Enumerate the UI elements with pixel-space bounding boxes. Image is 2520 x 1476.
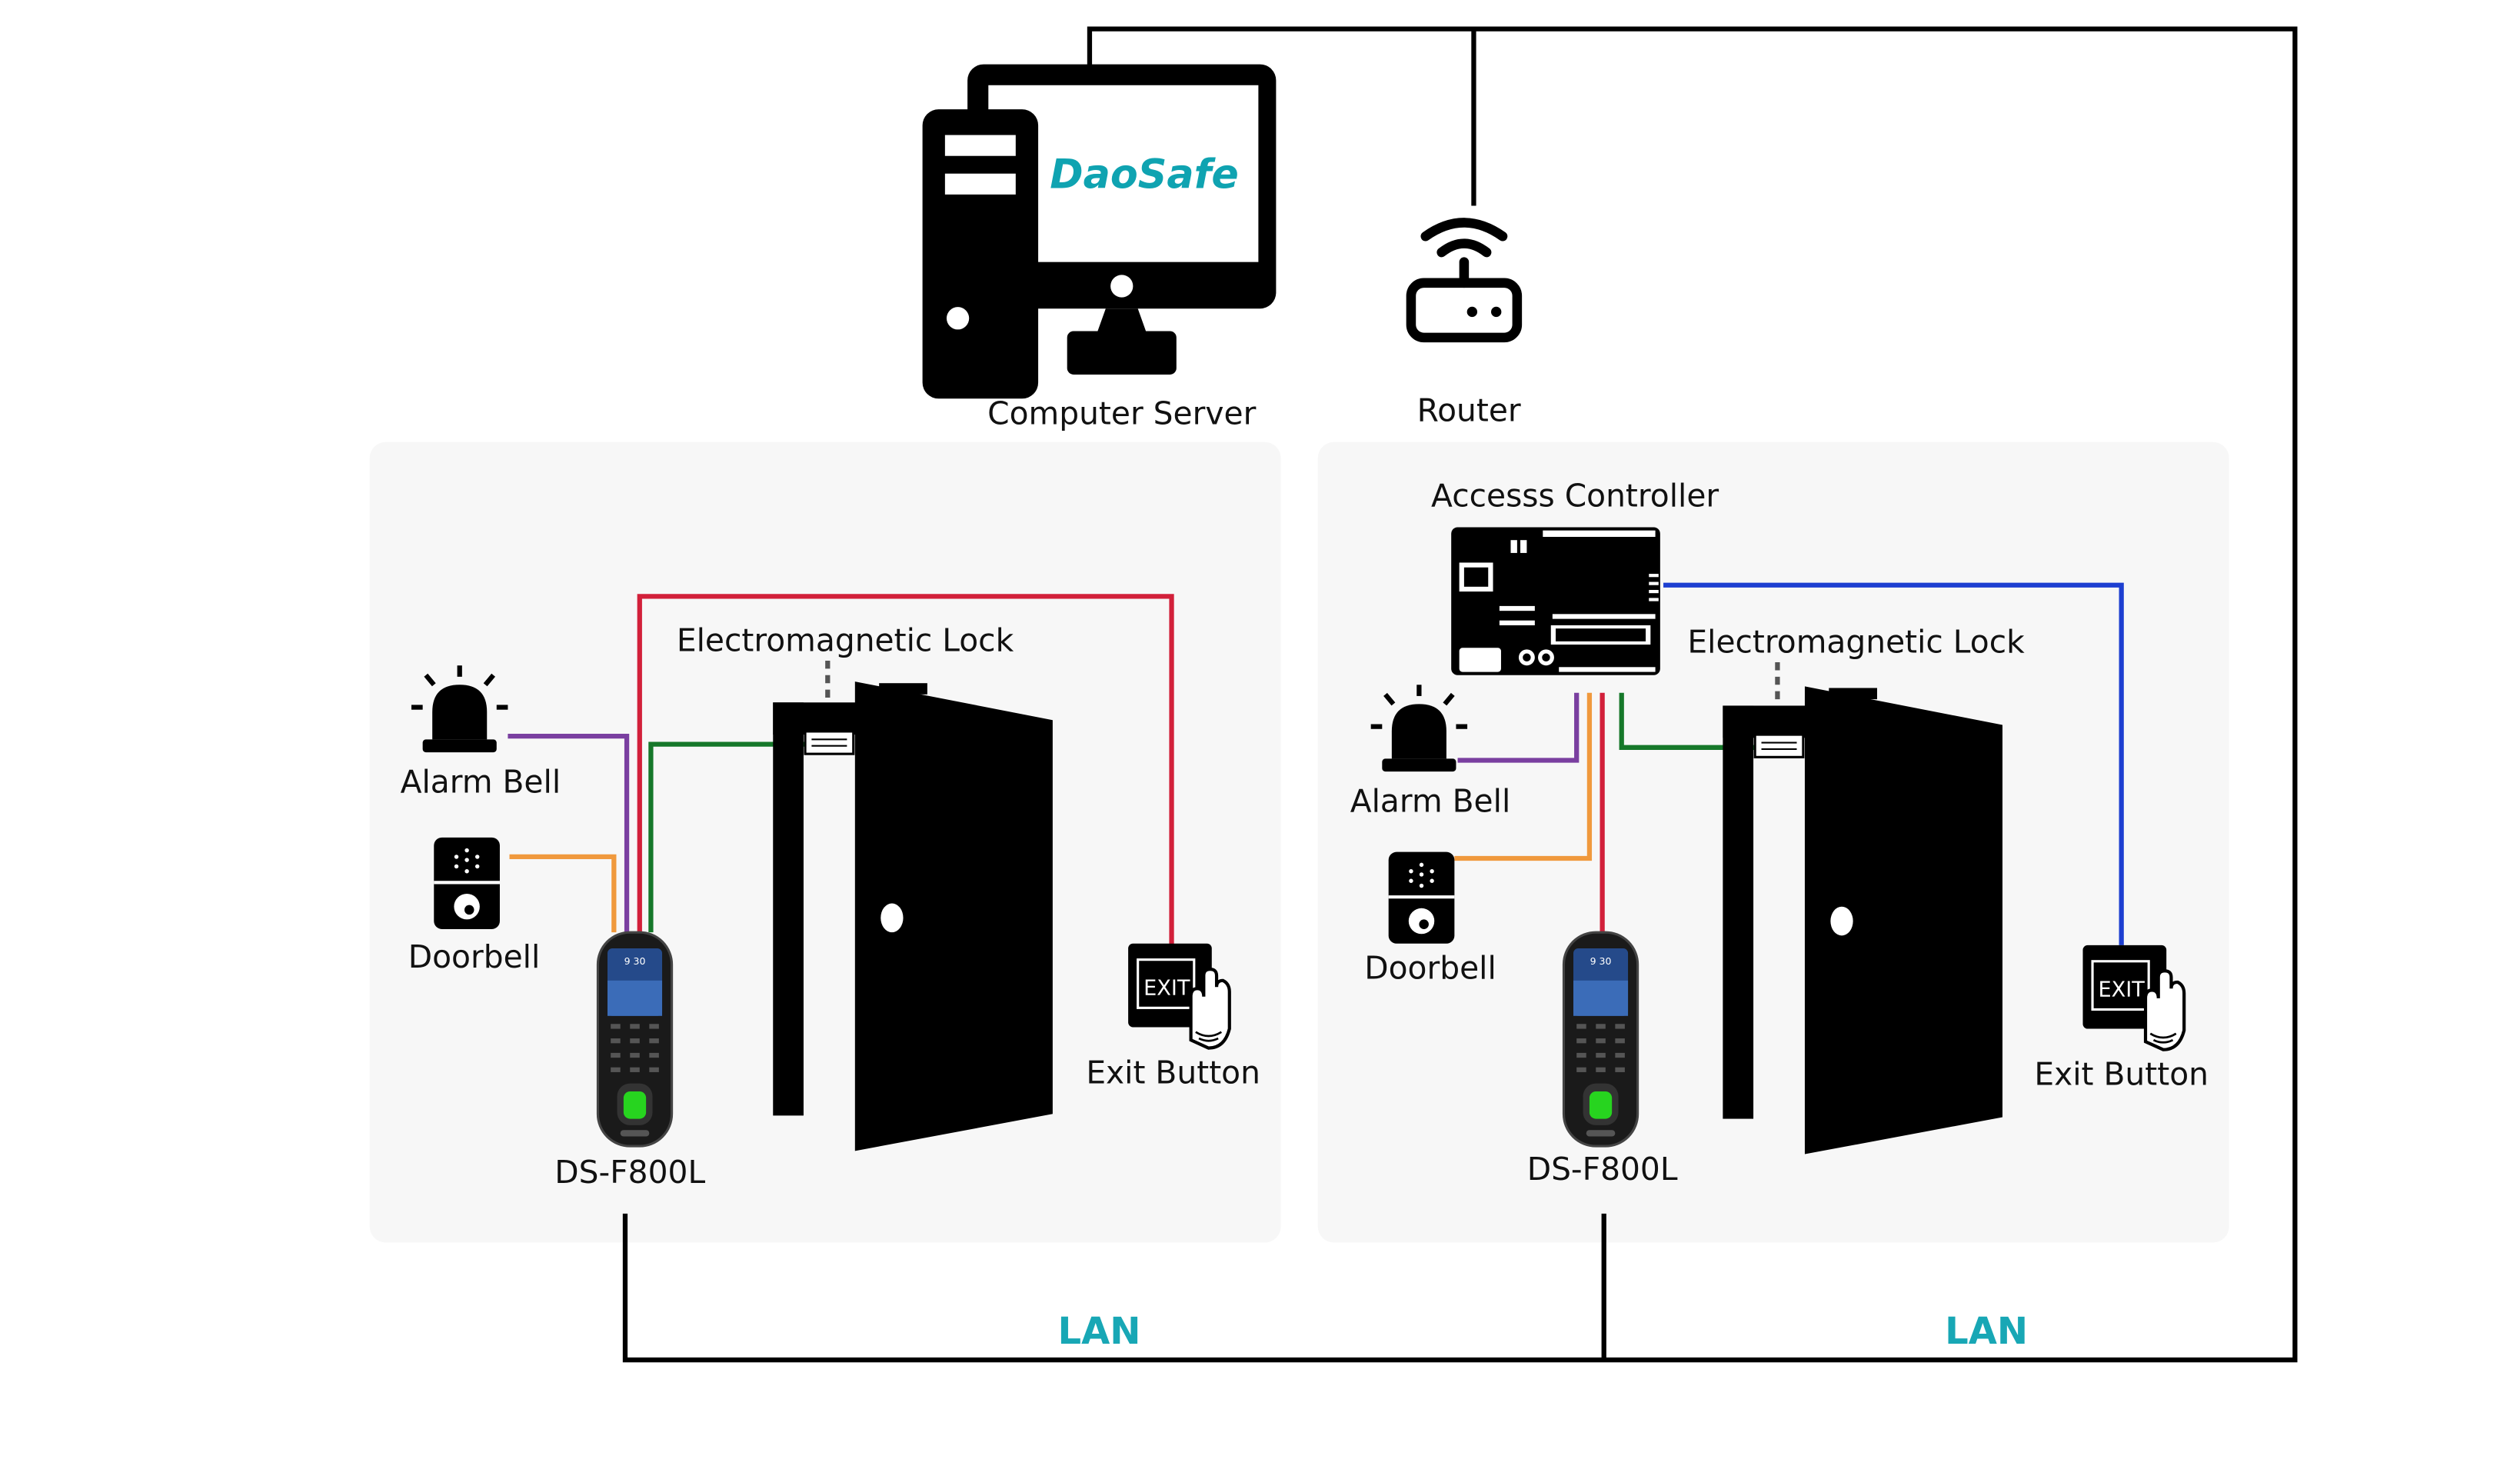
right-screen-time: 9 30: [1590, 955, 1612, 967]
left-door-icon: [773, 681, 1053, 1151]
left-door-panel: [369, 441, 1281, 1243]
left-lock-label: Electromagnetic Lock: [677, 621, 1014, 658]
lan-label-left: LAN: [1057, 1310, 1140, 1353]
right-fingerprint-terminal-icon: 9 30: [1562, 931, 1639, 1148]
right-lock-label: Electromagnetic Lock: [1687, 623, 2025, 660]
right-purple-wire: [1457, 692, 1580, 763]
left-exit-sign-text: EXIT: [1143, 977, 1190, 1001]
left-wires: [508, 594, 1174, 945]
left-doorbell-icon: [434, 837, 500, 929]
desktop-computer-icon: DaoSafe: [922, 64, 1277, 399]
right-exit-button-icon: EXIT: [2082, 945, 2186, 1051]
left-green-wire: [648, 741, 825, 933]
left-alarm-label: Alarm Bell: [401, 763, 561, 800]
left-fingerprint-terminal-icon: 9 30: [596, 931, 674, 1148]
server-to-network-line: [622, 26, 2298, 1363]
right-exit-sign-text: EXIT: [2098, 978, 2145, 1002]
circuit-board-icon: [1451, 527, 1660, 675]
left-screen-time: 9 30: [624, 955, 646, 967]
brand-logo-text: DaoSafe: [1050, 152, 1239, 198]
right-doorbell-label: Doorbell: [1364, 950, 1496, 987]
computer-server-label: Computer Server: [987, 395, 1256, 432]
right-alarm-label: Alarm Bell: [1350, 782, 1511, 819]
controller-label: Accesss Controller: [1431, 477, 1719, 514]
right-siren-icon: [1370, 685, 1468, 772]
left-orange-wire: [509, 854, 617, 933]
left-doorbell-label: Doorbell: [408, 938, 541, 975]
left-exit-label: Exit Button: [1086, 1055, 1260, 1091]
left-purple-wire: [508, 734, 630, 933]
right-orange-wire: [1454, 692, 1593, 861]
right-magnetic-lock-icon: [1753, 733, 1805, 758]
right-terminal-label: DS-F800L: [1527, 1151, 1678, 1188]
right-doorbell-icon: [1388, 851, 1455, 944]
right-door-icon: [1723, 686, 2003, 1154]
router-label: Router: [1417, 392, 1521, 429]
left-siren-icon: [411, 665, 508, 753]
left-terminal-label: DS-F800L: [554, 1154, 705, 1191]
right-exit-label: Exit Button: [2034, 1056, 2209, 1093]
right-blue-wire: [1663, 582, 2124, 945]
left-magnetic-lock-icon: [804, 730, 855, 755]
lan-label-right: LAN: [1945, 1310, 2028, 1353]
wifi-router-icon: [1406, 218, 1523, 343]
network-lines: [622, 26, 2298, 1363]
left-exit-button-icon: EXIT: [1128, 943, 1231, 1050]
left-red-wire: [637, 594, 1174, 945]
